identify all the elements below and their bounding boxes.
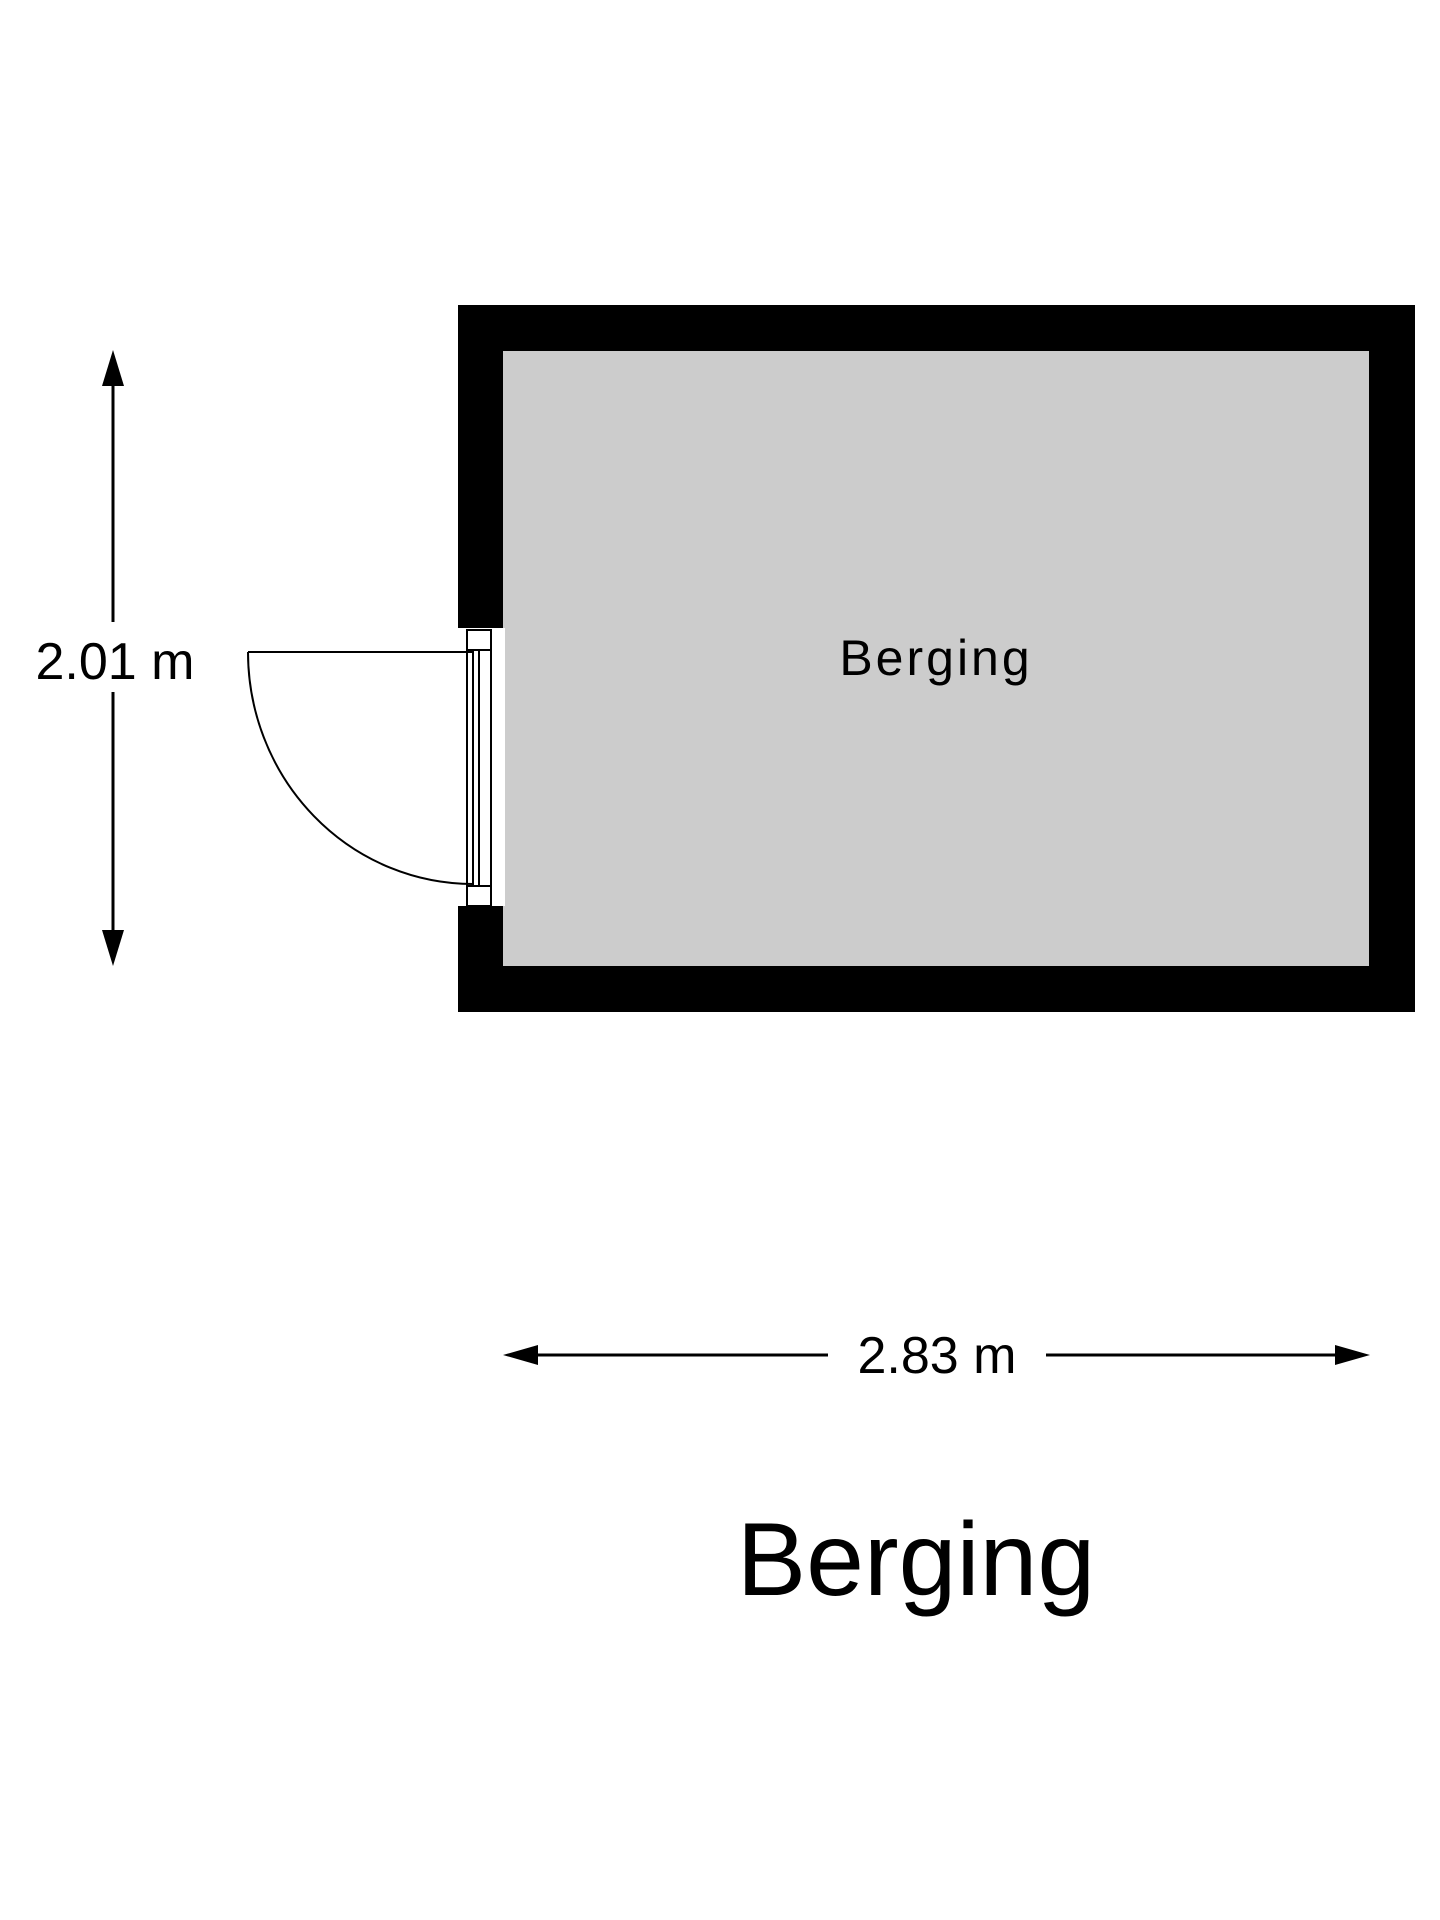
arrow-left-icon bbox=[503, 1345, 538, 1365]
arrow-right-icon bbox=[1335, 1345, 1370, 1365]
plan-title: Berging bbox=[737, 1502, 1095, 1618]
door-swing bbox=[247, 651, 474, 885]
width-dimension-label: 2.83 m bbox=[858, 1327, 1017, 1385]
height-dimension-label: 2.01 m bbox=[36, 633, 195, 691]
room-floor bbox=[503, 351, 1369, 966]
room-name-label: Berging bbox=[839, 630, 1032, 686]
vertical-dimension bbox=[102, 350, 124, 966]
arrow-up-icon bbox=[102, 350, 124, 386]
door-frame bbox=[466, 629, 492, 907]
arrow-down-icon bbox=[102, 930, 124, 966]
horizontal-dimension bbox=[503, 1345, 1370, 1365]
